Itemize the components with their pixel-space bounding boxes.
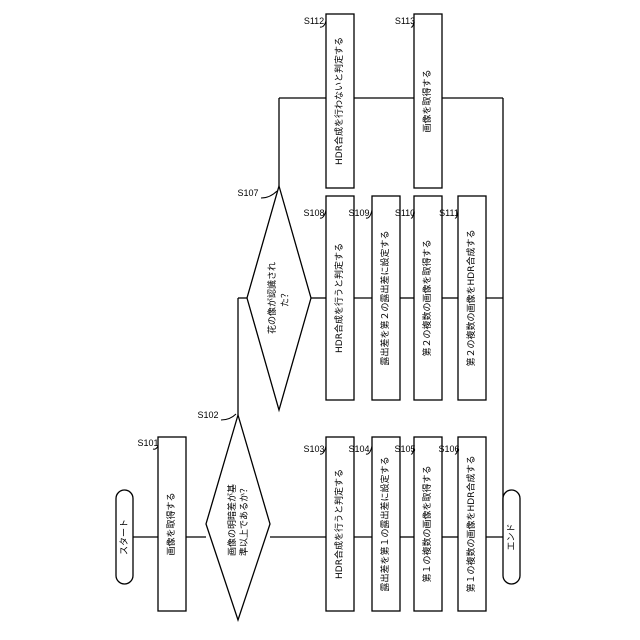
step-s101: 画像を取得する S101 (137, 437, 186, 611)
step-s110-label: S110 (395, 208, 415, 218)
step-s101-label: S101 (137, 438, 158, 448)
step-s103-label: S103 (303, 444, 324, 454)
step-s109-text: 露出差を第２の露出差に設定する (379, 230, 391, 365)
step-s108-label: S108 (303, 208, 324, 218)
step-s101-text: 画像を取得する (165, 492, 177, 555)
step-s113-label: S113 (395, 16, 415, 26)
step-s112: HDR合成を行わないと判定する S112 (304, 14, 354, 188)
step-s109-label: S109 (348, 208, 369, 218)
end-terminal: エンド (503, 490, 520, 584)
start-terminal: スタート (116, 490, 133, 584)
step-s105-text: 第１の複数の画像を取得する (421, 465, 433, 582)
step-s111-label: S111 (439, 208, 459, 218)
step-s113-text: 画像を取得する (421, 69, 433, 132)
connectors (133, 98, 503, 537)
start-label: スタート (119, 519, 130, 555)
step-s112-text: HDR合成を行わないと判定する (333, 37, 345, 165)
decision-s102-line1: 画像の明暗差が基 (226, 484, 238, 556)
step-s103-text: HDR合成を行うと判定する (333, 469, 345, 579)
decision-s107: 花の像が認識され た？ S107 (237, 186, 311, 410)
decision-s102-line2: 準以上であるか？ (238, 484, 250, 556)
step-s106: 第１の複数の画像をHDR合成する S106 (438, 437, 486, 611)
step-s104: 露出差を第１の露出差に設定する S104 (348, 437, 400, 611)
decision-s107-line1: 花の像が認識され (266, 262, 278, 334)
decision-s107-label: S107 (237, 188, 258, 198)
step-s112-label: S112 (304, 16, 324, 26)
decision-s107-line2: た？ (280, 289, 291, 307)
decision-s102-label: S102 (197, 410, 218, 420)
step-s113: 画像を取得する S113 (395, 14, 442, 188)
step-s104-text: 露出差を第１の露出差に設定する (379, 456, 391, 591)
step-s106-text: 第１の複数の画像をHDR合成する (465, 456, 477, 593)
step-s108-text: HDR合成を行うと判定する (333, 243, 345, 353)
step-s110-text: 第２の複数の画像を取得する (421, 239, 433, 356)
step-s105: 第１の複数の画像を取得する S105 (394, 437, 442, 611)
end-label: エンド (507, 523, 517, 550)
step-s111-text: 第２の複数の画像をHDR合成する (465, 230, 477, 367)
decision-s102: 画像の明暗差が基 準以上であるか？ S102 (197, 410, 270, 620)
step-s103: HDR合成を行うと判定する S103 (303, 437, 354, 611)
step-s104-label: S104 (348, 444, 369, 454)
